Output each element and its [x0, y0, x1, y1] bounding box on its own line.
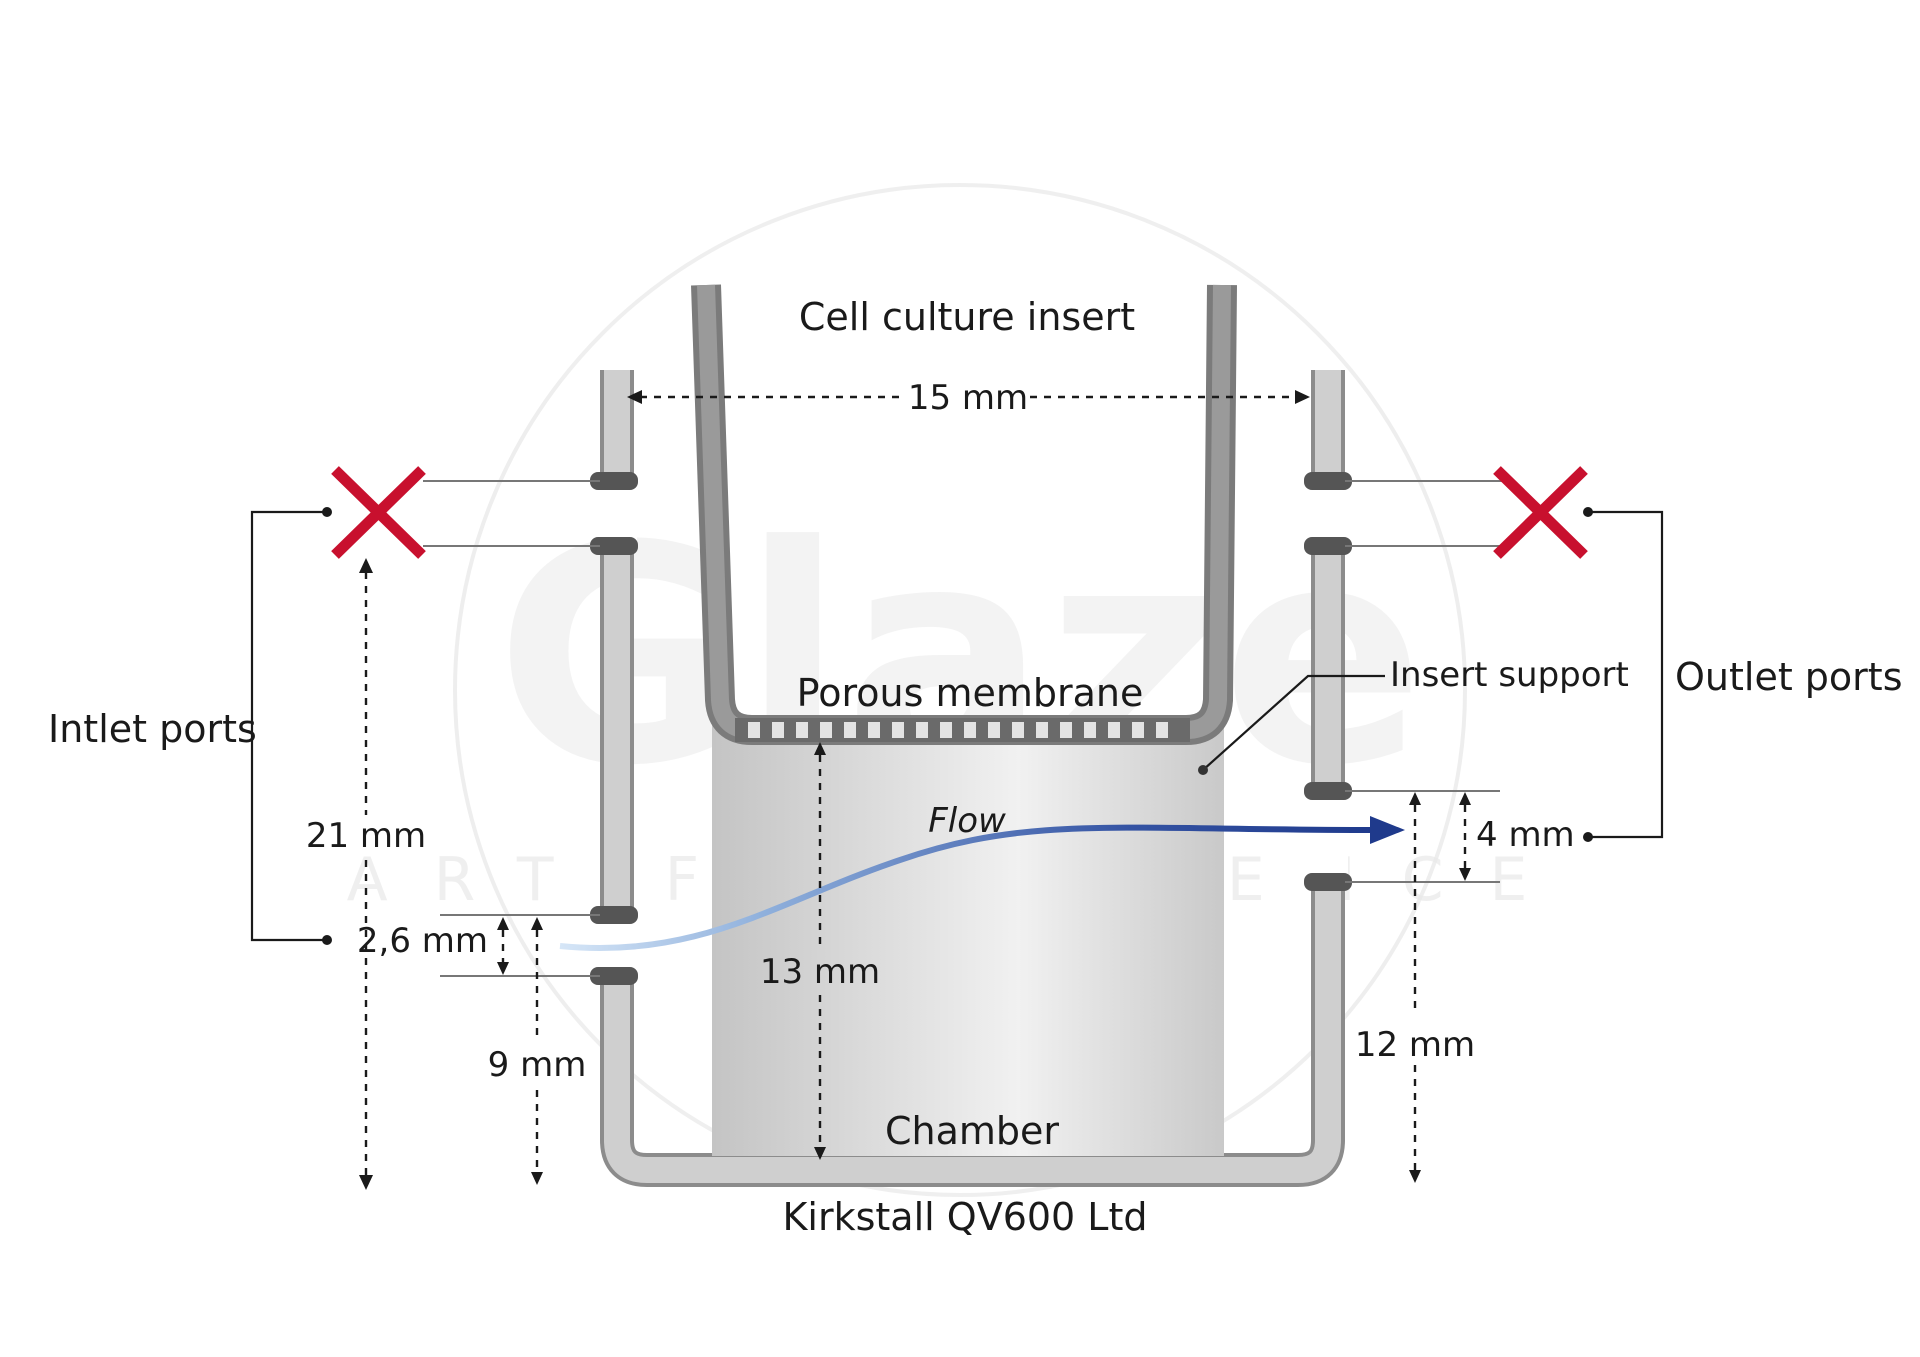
membrane-pore — [940, 722, 952, 738]
port-cap — [1304, 472, 1352, 490]
port-cap — [590, 537, 638, 555]
inlet-ports-label: Intlet ports — [48, 707, 257, 751]
porous-membrane-label: Porous membrane — [797, 671, 1144, 715]
chamber-wall-inner — [604, 370, 1341, 1183]
dim-arrowhead — [1409, 1170, 1421, 1183]
membrane-pore — [796, 722, 808, 738]
membrane-pore — [964, 722, 976, 738]
port-cap — [1304, 873, 1352, 891]
dim-arrowhead — [1409, 792, 1421, 805]
membrane-pore — [844, 722, 856, 738]
port-cap — [590, 472, 638, 490]
flow-arrow — [559, 824, 1376, 952]
membrane-pore — [1084, 722, 1096, 738]
outlet-upper-gap — [1308, 482, 1348, 542]
membrane-pore — [1060, 722, 1072, 738]
membrane-pore — [1156, 722, 1168, 738]
membrane-pore — [820, 722, 832, 738]
insert-support-label: Insert support — [1390, 655, 1629, 695]
insert-support-leader — [1202, 674, 1385, 771]
outlet-ports-label: Outlet ports — [1675, 655, 1903, 699]
membrane-pore — [1036, 722, 1048, 738]
port-cap — [1304, 537, 1352, 555]
inlet-port-cross — [331, 466, 426, 559]
dim-15-label: 15 mm — [908, 378, 1028, 418]
watermark-circle — [453, 183, 1467, 1197]
dim-arrowhead — [359, 1175, 373, 1190]
outlet-bracket — [1588, 510, 1664, 839]
dim-arrowhead — [627, 390, 642, 404]
port-cap — [1304, 782, 1352, 800]
dim-13-label: 13 mm — [760, 952, 880, 992]
membrane-pore — [1108, 722, 1120, 738]
dim-arrowhead — [497, 962, 509, 975]
membrane-pore — [748, 722, 760, 738]
dim-2-6-label: 2,6 mm — [357, 921, 488, 961]
dim-9-label: 9 mm — [488, 1045, 587, 1085]
membrane-pore — [892, 722, 904, 738]
dim-arrowhead — [1295, 390, 1310, 404]
cell-culture-insert-label: Cell culture insert — [799, 295, 1135, 339]
insert-support — [712, 724, 1224, 1156]
port-cap — [590, 906, 638, 924]
dim-12-label: 12 mm — [1355, 1025, 1475, 1065]
flow-label: Flow — [928, 801, 1006, 841]
outlet-dot — [1583, 832, 1593, 842]
chamber-label: Chamber — [885, 1109, 1059, 1153]
dim-arrowhead — [359, 558, 373, 573]
product-label: Kirkstall QV600 Ltd — [783, 1195, 1148, 1239]
dim-arrowhead — [497, 917, 509, 930]
membrane-pore — [988, 722, 1000, 738]
inlet-upper-gap — [597, 482, 637, 542]
dim-arrowhead — [531, 917, 543, 930]
membrane-pore — [868, 722, 880, 738]
dim-arrowhead — [814, 742, 826, 755]
membrane-pore — [916, 722, 928, 738]
dim-arrowhead — [531, 1172, 543, 1185]
outlet-port-cross — [1493, 466, 1588, 559]
dim-21-label: 21 mm — [306, 816, 426, 856]
membrane-pore — [1012, 722, 1024, 738]
flow-arrowhead — [1370, 816, 1405, 844]
port-cap — [590, 967, 638, 985]
dim-arrowhead — [814, 1147, 826, 1160]
inlet-dot — [322, 935, 332, 945]
dim-arrowhead — [1459, 868, 1471, 881]
insert-support-dot — [1198, 765, 1208, 775]
membrane-pore — [772, 722, 784, 738]
dim-4-label: 4 mm — [1476, 815, 1575, 855]
inlet-dot — [322, 507, 332, 517]
inlet-bracket — [250, 510, 327, 942]
outlet-dot — [1583, 507, 1593, 517]
porous-membrane — [735, 718, 1190, 742]
dim-arrowhead — [1459, 792, 1471, 805]
membrane-pore — [1132, 722, 1144, 738]
